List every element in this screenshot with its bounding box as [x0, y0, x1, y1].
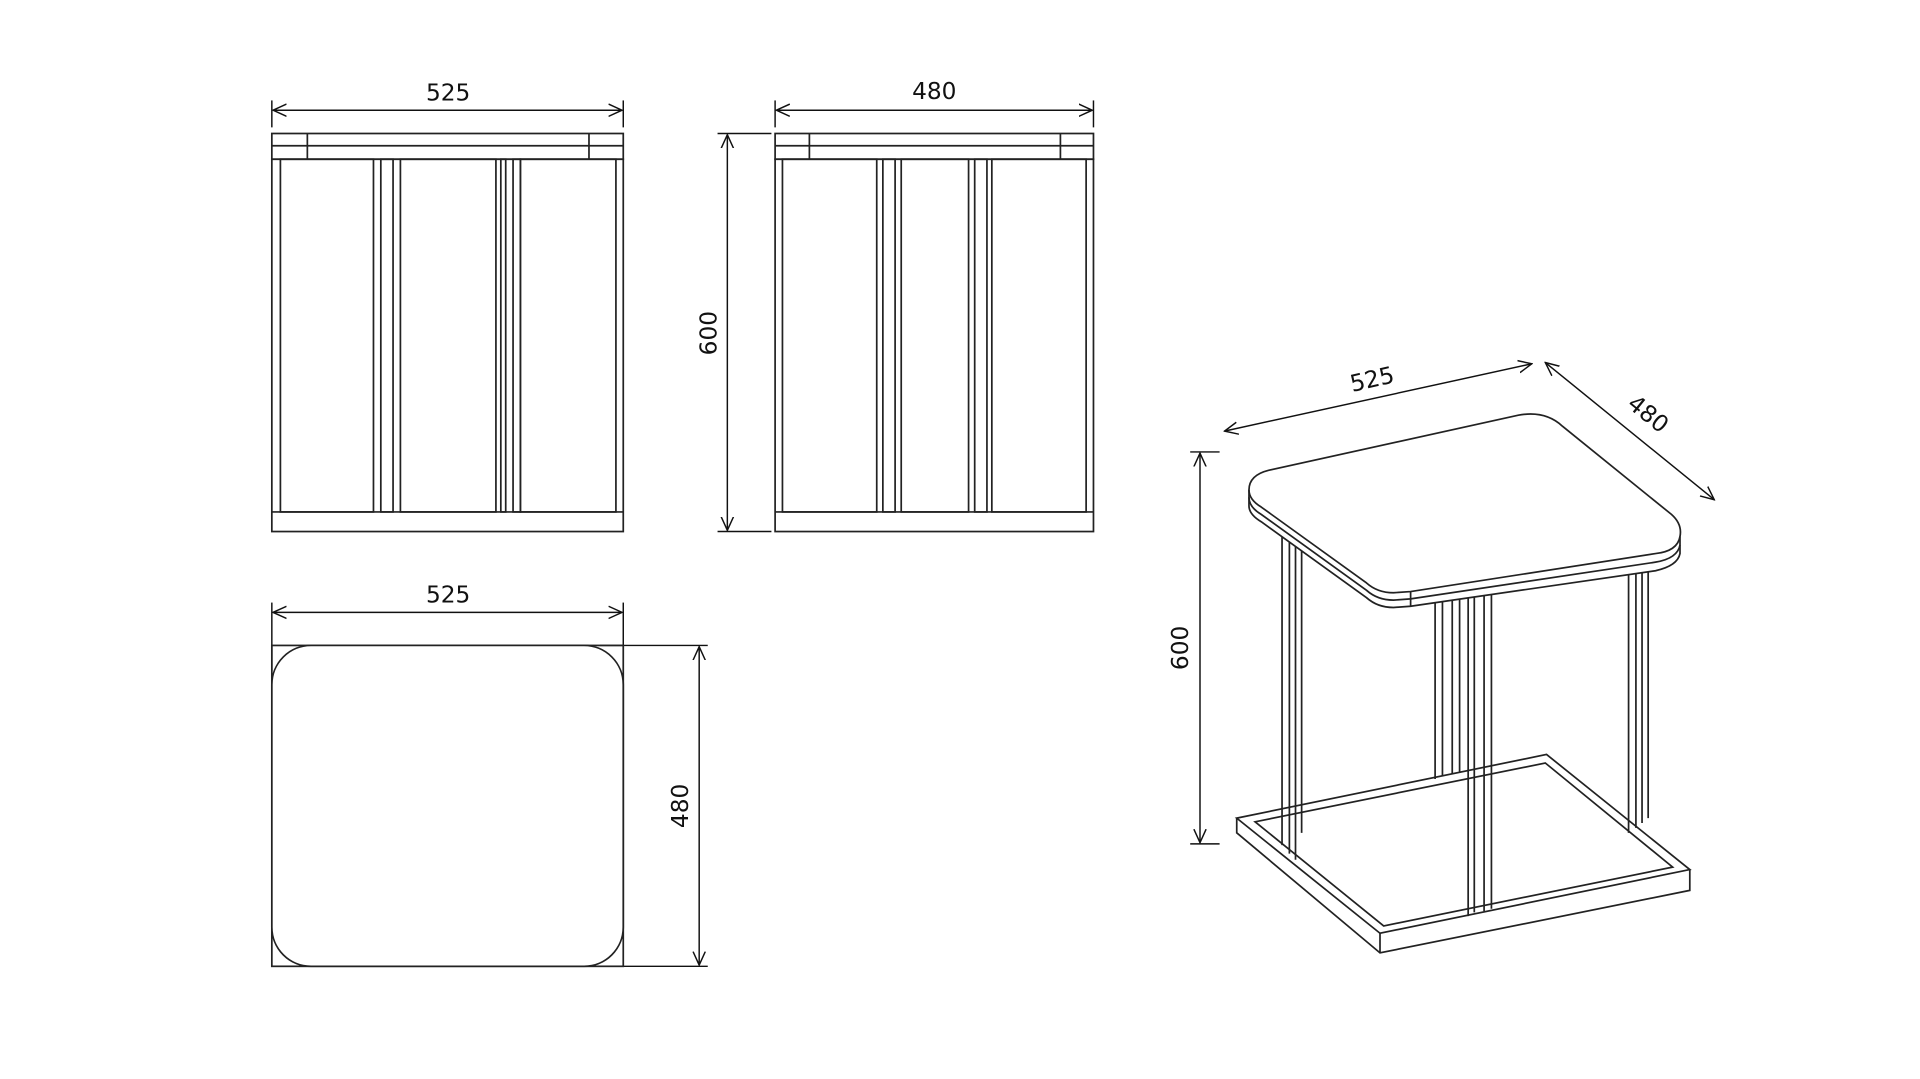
front-width-label: 525: [426, 79, 470, 106]
iso-height-label: 600: [1167, 626, 1194, 670]
top-depth-label: 480: [667, 784, 694, 828]
iso-width-dimension: [1224, 364, 1531, 431]
front-view: 525: [270, 79, 625, 533]
iso-depth-dimension: [1545, 363, 1714, 500]
isometric-view: 525 480 600: [1167, 362, 1715, 954]
top-width-label: 525: [426, 582, 470, 609]
side-view: 480 600: [695, 78, 1095, 533]
side-width-label: 480: [912, 78, 956, 105]
side-height-label: 600: [695, 311, 722, 355]
iso-width-label: 525: [1348, 362, 1397, 398]
legs: [1281, 533, 1650, 917]
top-view: 525 480: [270, 582, 708, 968]
